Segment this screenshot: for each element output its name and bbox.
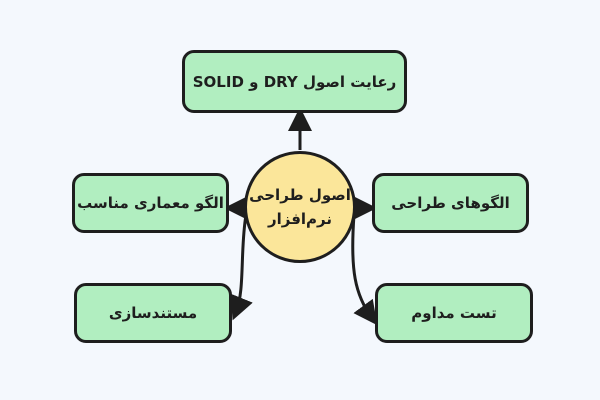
center-label-line2: نرم‌افزار bbox=[267, 210, 333, 228]
node-label: رعایت اصول DRY و SOLID bbox=[192, 72, 397, 91]
node-label: الگو معماری مناسب bbox=[77, 194, 224, 212]
node-dry-solid: رعایت اصول DRY و SOLID bbox=[182, 50, 407, 113]
node-label: الگوهای طراحی bbox=[391, 194, 510, 212]
node-continuous-testing: تست مداوم bbox=[375, 283, 533, 343]
node-label: تست مداوم bbox=[411, 304, 497, 322]
center-label-line1: اصول طراحی bbox=[249, 186, 351, 204]
arrow-bottom-left bbox=[230, 214, 253, 321]
node-architecture: الگو معماری مناسب bbox=[72, 173, 229, 233]
node-label: مستندسازی bbox=[108, 304, 198, 322]
node-design-patterns: الگوهای طراحی bbox=[372, 173, 529, 233]
center-node: اصول طراحی نرم‌افزار bbox=[244, 151, 356, 263]
arrow-bottom-right bbox=[351, 214, 378, 326]
node-documentation: مستندسازی bbox=[74, 283, 232, 343]
